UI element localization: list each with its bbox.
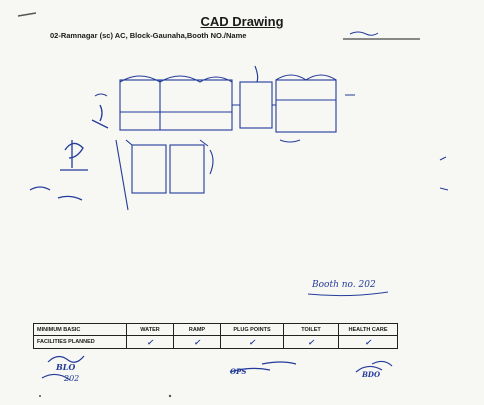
edge-dot (168, 394, 172, 398)
check-plug-points: ✓ (220, 335, 284, 349)
bdo-label: BDO (362, 370, 381, 379)
edge-dot (39, 395, 41, 397)
header-water: WATER (126, 323, 174, 336)
building-plan (119, 65, 337, 133)
check-health-care: ✓ (338, 335, 398, 349)
booth-underline (307, 291, 389, 297)
signature-scribbles (41, 355, 393, 381)
row-label-facilities: FACILITIES PLANNED (33, 335, 127, 349)
header-ramp: RAMP (173, 323, 221, 336)
ps-label: OPS (230, 367, 247, 376)
header-minimum-basic: MINIMUM BASIC (33, 323, 127, 336)
check-water: ✓ (126, 335, 174, 349)
corner-scribble (17, 12, 37, 17)
name-scribble (349, 31, 379, 36)
annotation-marks (94, 93, 449, 191)
page-title: CAD Drawing (200, 14, 284, 29)
flag-drawing (29, 104, 109, 201)
blo-label: BLO (56, 362, 76, 372)
facilities-check-row: FACILITIES PLANNED ✓ ✓ ✓ ✓ ✓ (33, 335, 398, 349)
booth-note: Booth no. 202 (312, 280, 376, 290)
page-subtitle: 02-Ramnagar (sc) AC, Block-Gaunaha,Booth… (50, 31, 247, 40)
header-plug-points: PLUG POINTS (220, 323, 284, 336)
lower-block (115, 139, 214, 211)
facilities-header-row: MINIMUM BASIC WATER RAMP PLUG POINTS TOI… (33, 323, 398, 336)
blo-number: 202 (64, 374, 80, 383)
header-toilet: TOILET (283, 323, 339, 336)
header-health-care: HEALTH CARE (338, 323, 398, 336)
check-ramp: ✓ (173, 335, 221, 349)
facilities-table: MINIMUM BASIC WATER RAMP PLUG POINTS TOI… (33, 323, 398, 349)
check-toilet: ✓ (283, 335, 339, 349)
